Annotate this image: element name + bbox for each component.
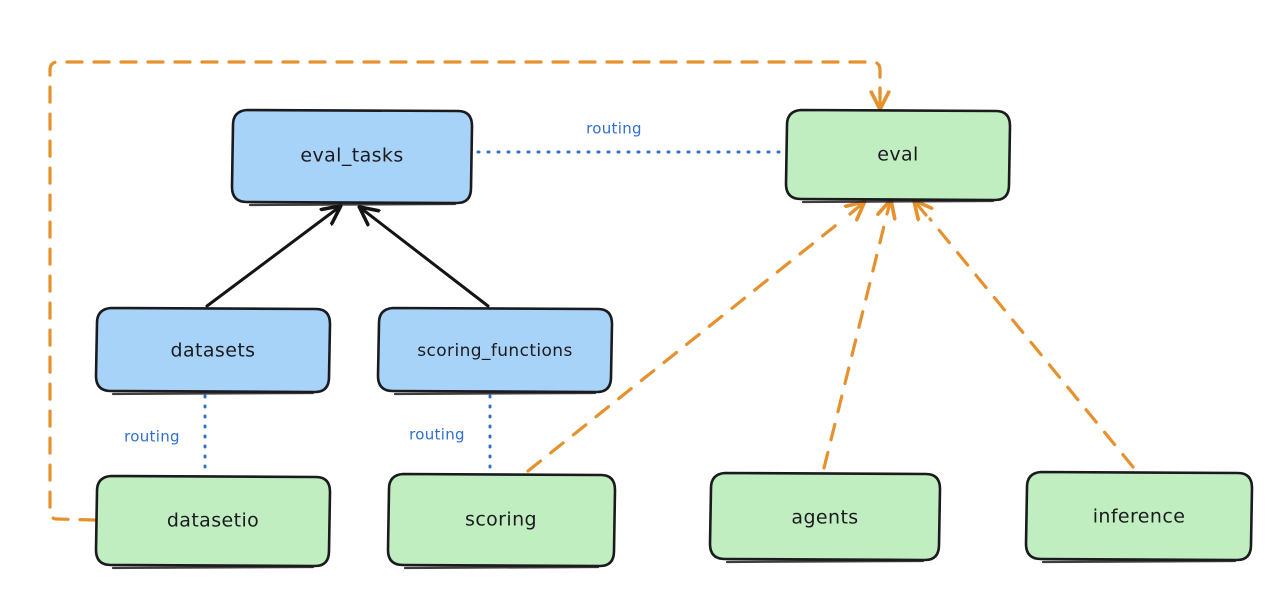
node-shape-sketch — [403, 565, 600, 570]
node-shape — [94, 306, 332, 394]
edge-scoring-functions-to-eval-tasks — [362, 209, 490, 308]
edge-path — [48, 60, 882, 522]
node-shape — [230, 108, 474, 205]
edge-path — [928, 217, 1135, 469]
node-shape — [1024, 470, 1254, 562]
node-shape — [386, 472, 617, 568]
edge-scoring-to-eval — [526, 204, 862, 473]
node-label: scoring_functions — [417, 341, 572, 361]
solid-edges — [205, 208, 490, 308]
node-shape-sketch — [1041, 559, 1237, 564]
node-shape-sketch — [725, 559, 925, 564]
edge-arrowhead — [887, 203, 890, 214]
dependency-edges — [48, 60, 1135, 522]
edge-label-routing-eval-tasks: routing — [586, 120, 642, 138]
edge-datasetio-to-eval — [48, 60, 882, 522]
nodes: eval_tasks eval datasets scoring_functio… — [94, 108, 1254, 570]
node-shape-sketch — [111, 391, 315, 396]
node-label: agents — [791, 507, 858, 529]
node-label: eval — [877, 144, 918, 166]
edge-labels: routing routing routing — [124, 120, 642, 446]
node-scoring-functions[interactable]: scoring_functions — [376, 306, 614, 396]
node-datasetio[interactable]: datasetio — [94, 474, 332, 570]
node-label: eval_tasks — [300, 145, 403, 167]
edge-path — [822, 216, 888, 470]
node-label: datasets — [171, 340, 256, 362]
node-label: inference — [1093, 506, 1186, 528]
node-agents[interactable]: agents — [708, 471, 942, 564]
edge-arrowhead — [916, 203, 926, 215]
node-label: datasetio — [167, 510, 259, 532]
edge-label-routing-datasets: routing — [124, 428, 180, 446]
node-inference[interactable]: inference — [1024, 470, 1254, 564]
edge-inference-to-eval — [916, 203, 1135, 469]
edge-datasets-to-eval-tasks — [205, 208, 338, 308]
node-datasets[interactable]: datasets — [94, 306, 332, 396]
edge-agents-to-eval — [822, 203, 890, 470]
node-eval[interactable]: eval — [784, 108, 1012, 204]
node-shape — [376, 306, 614, 394]
node-shape-sketch — [393, 391, 597, 396]
node-shape — [708, 471, 942, 562]
node-label: scoring — [465, 509, 537, 531]
node-shape-sketch — [111, 565, 315, 570]
node-scoring[interactable]: scoring — [386, 472, 617, 570]
edge-label-routing-scoring: routing — [409, 426, 465, 444]
routing-edges — [203, 150, 786, 474]
node-eval-tasks[interactable]: eval_tasks — [230, 108, 474, 207]
node-shape — [784, 108, 1012, 202]
node-shape-sketch — [801, 199, 995, 204]
node-shape-sketch — [248, 202, 457, 207]
edge-path — [526, 216, 847, 473]
node-shape — [94, 474, 332, 568]
edge-arrowhead — [850, 204, 862, 214]
